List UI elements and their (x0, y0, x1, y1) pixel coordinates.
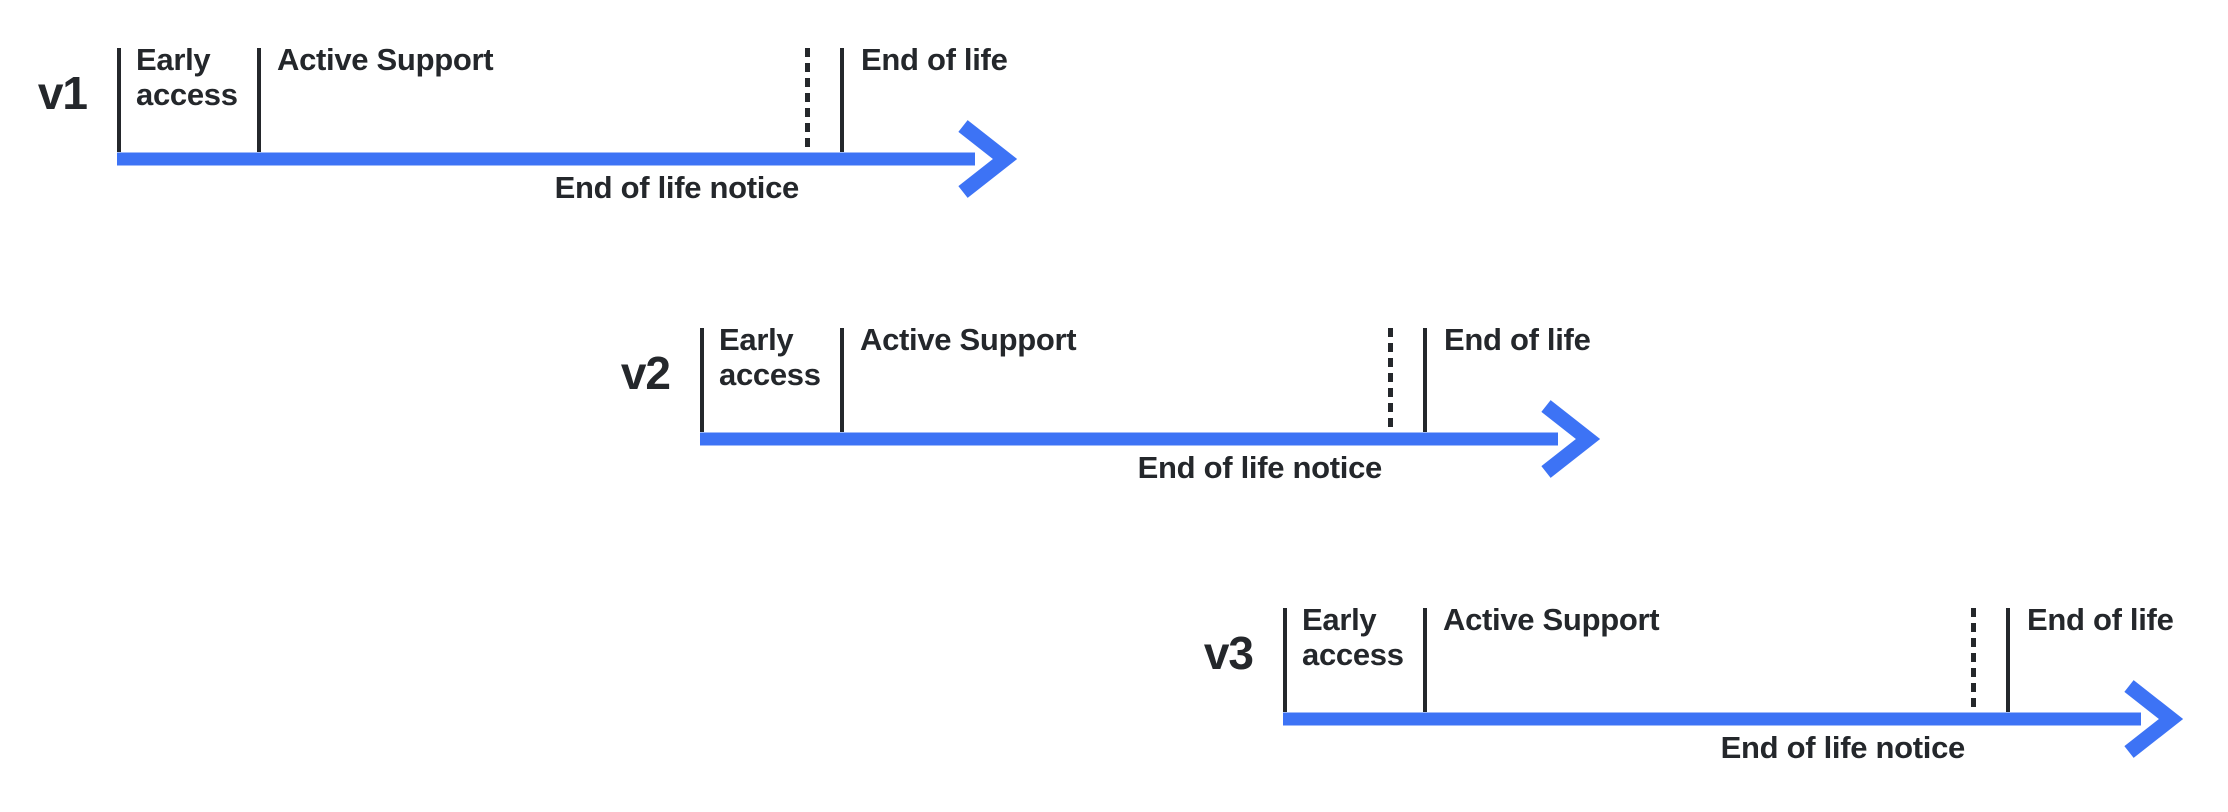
tick-active-support-start (840, 328, 844, 432)
arrow-head-icon (2124, 680, 2184, 758)
active-support-label: Active Support (1443, 602, 1660, 637)
tick-end-of-life (1423, 328, 1427, 432)
tick-active-support-start (257, 48, 261, 152)
eol-notice-label: End of life notice (1720, 730, 1966, 765)
active-support-label: Active Support (277, 42, 494, 77)
tick-active-support-start (1423, 608, 1427, 712)
active-support-label: Active Support (860, 322, 1077, 357)
tick-eol-notice-dashed (1388, 328, 1393, 432)
eol-notice-label: End of life notice (1137, 450, 1383, 485)
arrow-head-icon (1541, 400, 1601, 478)
arrow-head-icon (958, 120, 1018, 198)
end-of-life-label: End of life (2027, 602, 2174, 637)
tick-early-access-start (117, 48, 121, 152)
timeline-arrow (1283, 680, 2184, 758)
end-of-life-label: End of life (861, 42, 1008, 77)
tick-eol-notice-dashed (1971, 608, 1976, 712)
early-access-label: Early access (136, 42, 238, 112)
version-label: v3 (1203, 627, 1254, 679)
tick-end-of-life (2006, 608, 2010, 712)
tick-early-access-start (1283, 608, 1287, 712)
tick-eol-notice-dashed (805, 48, 810, 152)
early-access-label: Early access (719, 322, 821, 392)
early-access-label: Early access (1302, 602, 1404, 672)
timeline-arrow (117, 120, 1018, 198)
end-of-life-label: End of life (1444, 322, 1591, 357)
tick-early-access-start (700, 328, 704, 432)
timeline-arrow (700, 400, 1601, 478)
version-label: v2 (620, 347, 671, 399)
tick-end-of-life (840, 48, 844, 152)
eol-notice-label: End of life notice (554, 170, 800, 205)
version-label: v1 (37, 67, 88, 119)
